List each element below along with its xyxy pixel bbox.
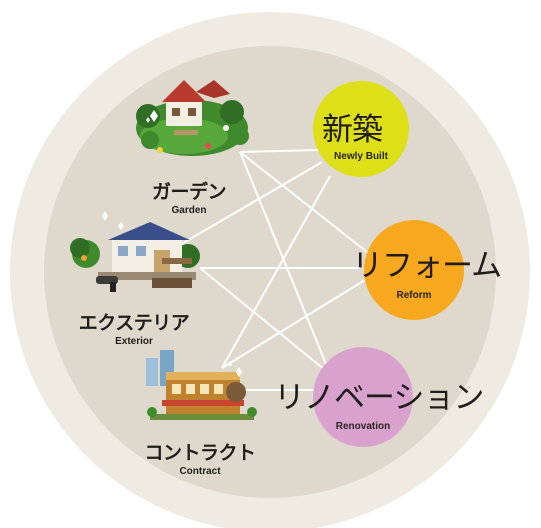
connector-contract-reform: [221, 279, 366, 369]
category-garden-jp: ガーデン: [151, 181, 227, 203]
category-contract-en: Contract: [179, 466, 221, 477]
connector-exterior-renovation: [199, 267, 326, 371]
service-circle-reform[interactable]: [364, 220, 464, 320]
service-reform-en: Reform: [396, 290, 432, 301]
service-reform-jp: リフォーム: [352, 248, 502, 284]
exterior-house-icon: [70, 211, 200, 292]
connector-contract-new: [221, 175, 331, 369]
category-garden-en: Garden: [171, 205, 207, 216]
connector-garden-renovation: [239, 151, 331, 375]
service-new-jp: 新築: [322, 112, 383, 148]
category-exterior-en: Exterior: [115, 336, 153, 347]
category-contract[interactable]: コントラクト Contract: [130, 438, 270, 477]
service-circle-new[interactable]: [313, 81, 409, 177]
shop-building-icon: [146, 350, 257, 420]
connector-exterior-new: [177, 161, 323, 247]
connector-garden-new: [239, 149, 321, 153]
category-garden[interactable]: ガーデン Garden: [134, 177, 244, 216]
service-circle-renovation[interactable]: [313, 347, 413, 447]
service-renovation-jp: リノベーション: [274, 380, 484, 416]
connector-lines: [177, 149, 373, 391]
connector-garden-reform: [239, 151, 373, 257]
category-exterior-jp: エクステリア: [78, 312, 190, 334]
garden-house-icon: [136, 80, 249, 156]
category-contract-jp: コントラクト: [144, 442, 256, 464]
service-new-en: Newly Built: [334, 151, 388, 162]
category-exterior[interactable]: エクステリア Exterior: [64, 308, 204, 347]
service-renovation-en: Renovation: [335, 421, 391, 432]
